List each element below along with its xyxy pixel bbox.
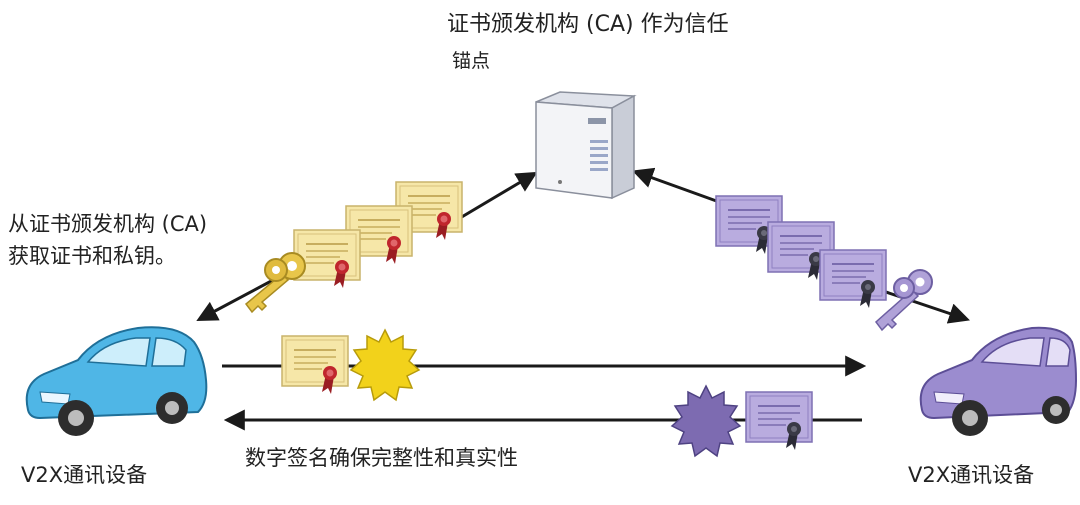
device-label-left: V2X通讯设备	[21, 463, 148, 487]
key-icon	[874, 269, 933, 332]
server-icon	[535, 91, 637, 200]
device-label-right: V2X通讯设备	[908, 463, 1035, 487]
arrow-left-to-ca	[459, 171, 538, 220]
certificate-icon	[281, 335, 349, 395]
key-icon	[244, 252, 306, 314]
signature-label: 数字签名确保完整性和真实性	[245, 446, 518, 470]
arrow-right-to-ca	[632, 167, 723, 205]
seal-burst-icon	[349, 328, 421, 402]
certificate-icon	[819, 249, 887, 309]
certificate-icon	[745, 391, 813, 451]
arrow-to-right-device	[879, 288, 970, 324]
ca-anchor-label: 证书颁发机构 (CA) 作为信任	[447, 12, 729, 37]
seal-burst-icon	[670, 384, 742, 458]
obtain-cert-label-continued: 获取证书和私钥。	[8, 244, 176, 268]
car-icon	[25, 326, 208, 436]
ca-anchor-label-continued: 锚点	[452, 50, 491, 72]
car-icon	[919, 326, 1078, 436]
obtain-cert-label: 从证书颁发机构 (CA)	[8, 212, 208, 236]
